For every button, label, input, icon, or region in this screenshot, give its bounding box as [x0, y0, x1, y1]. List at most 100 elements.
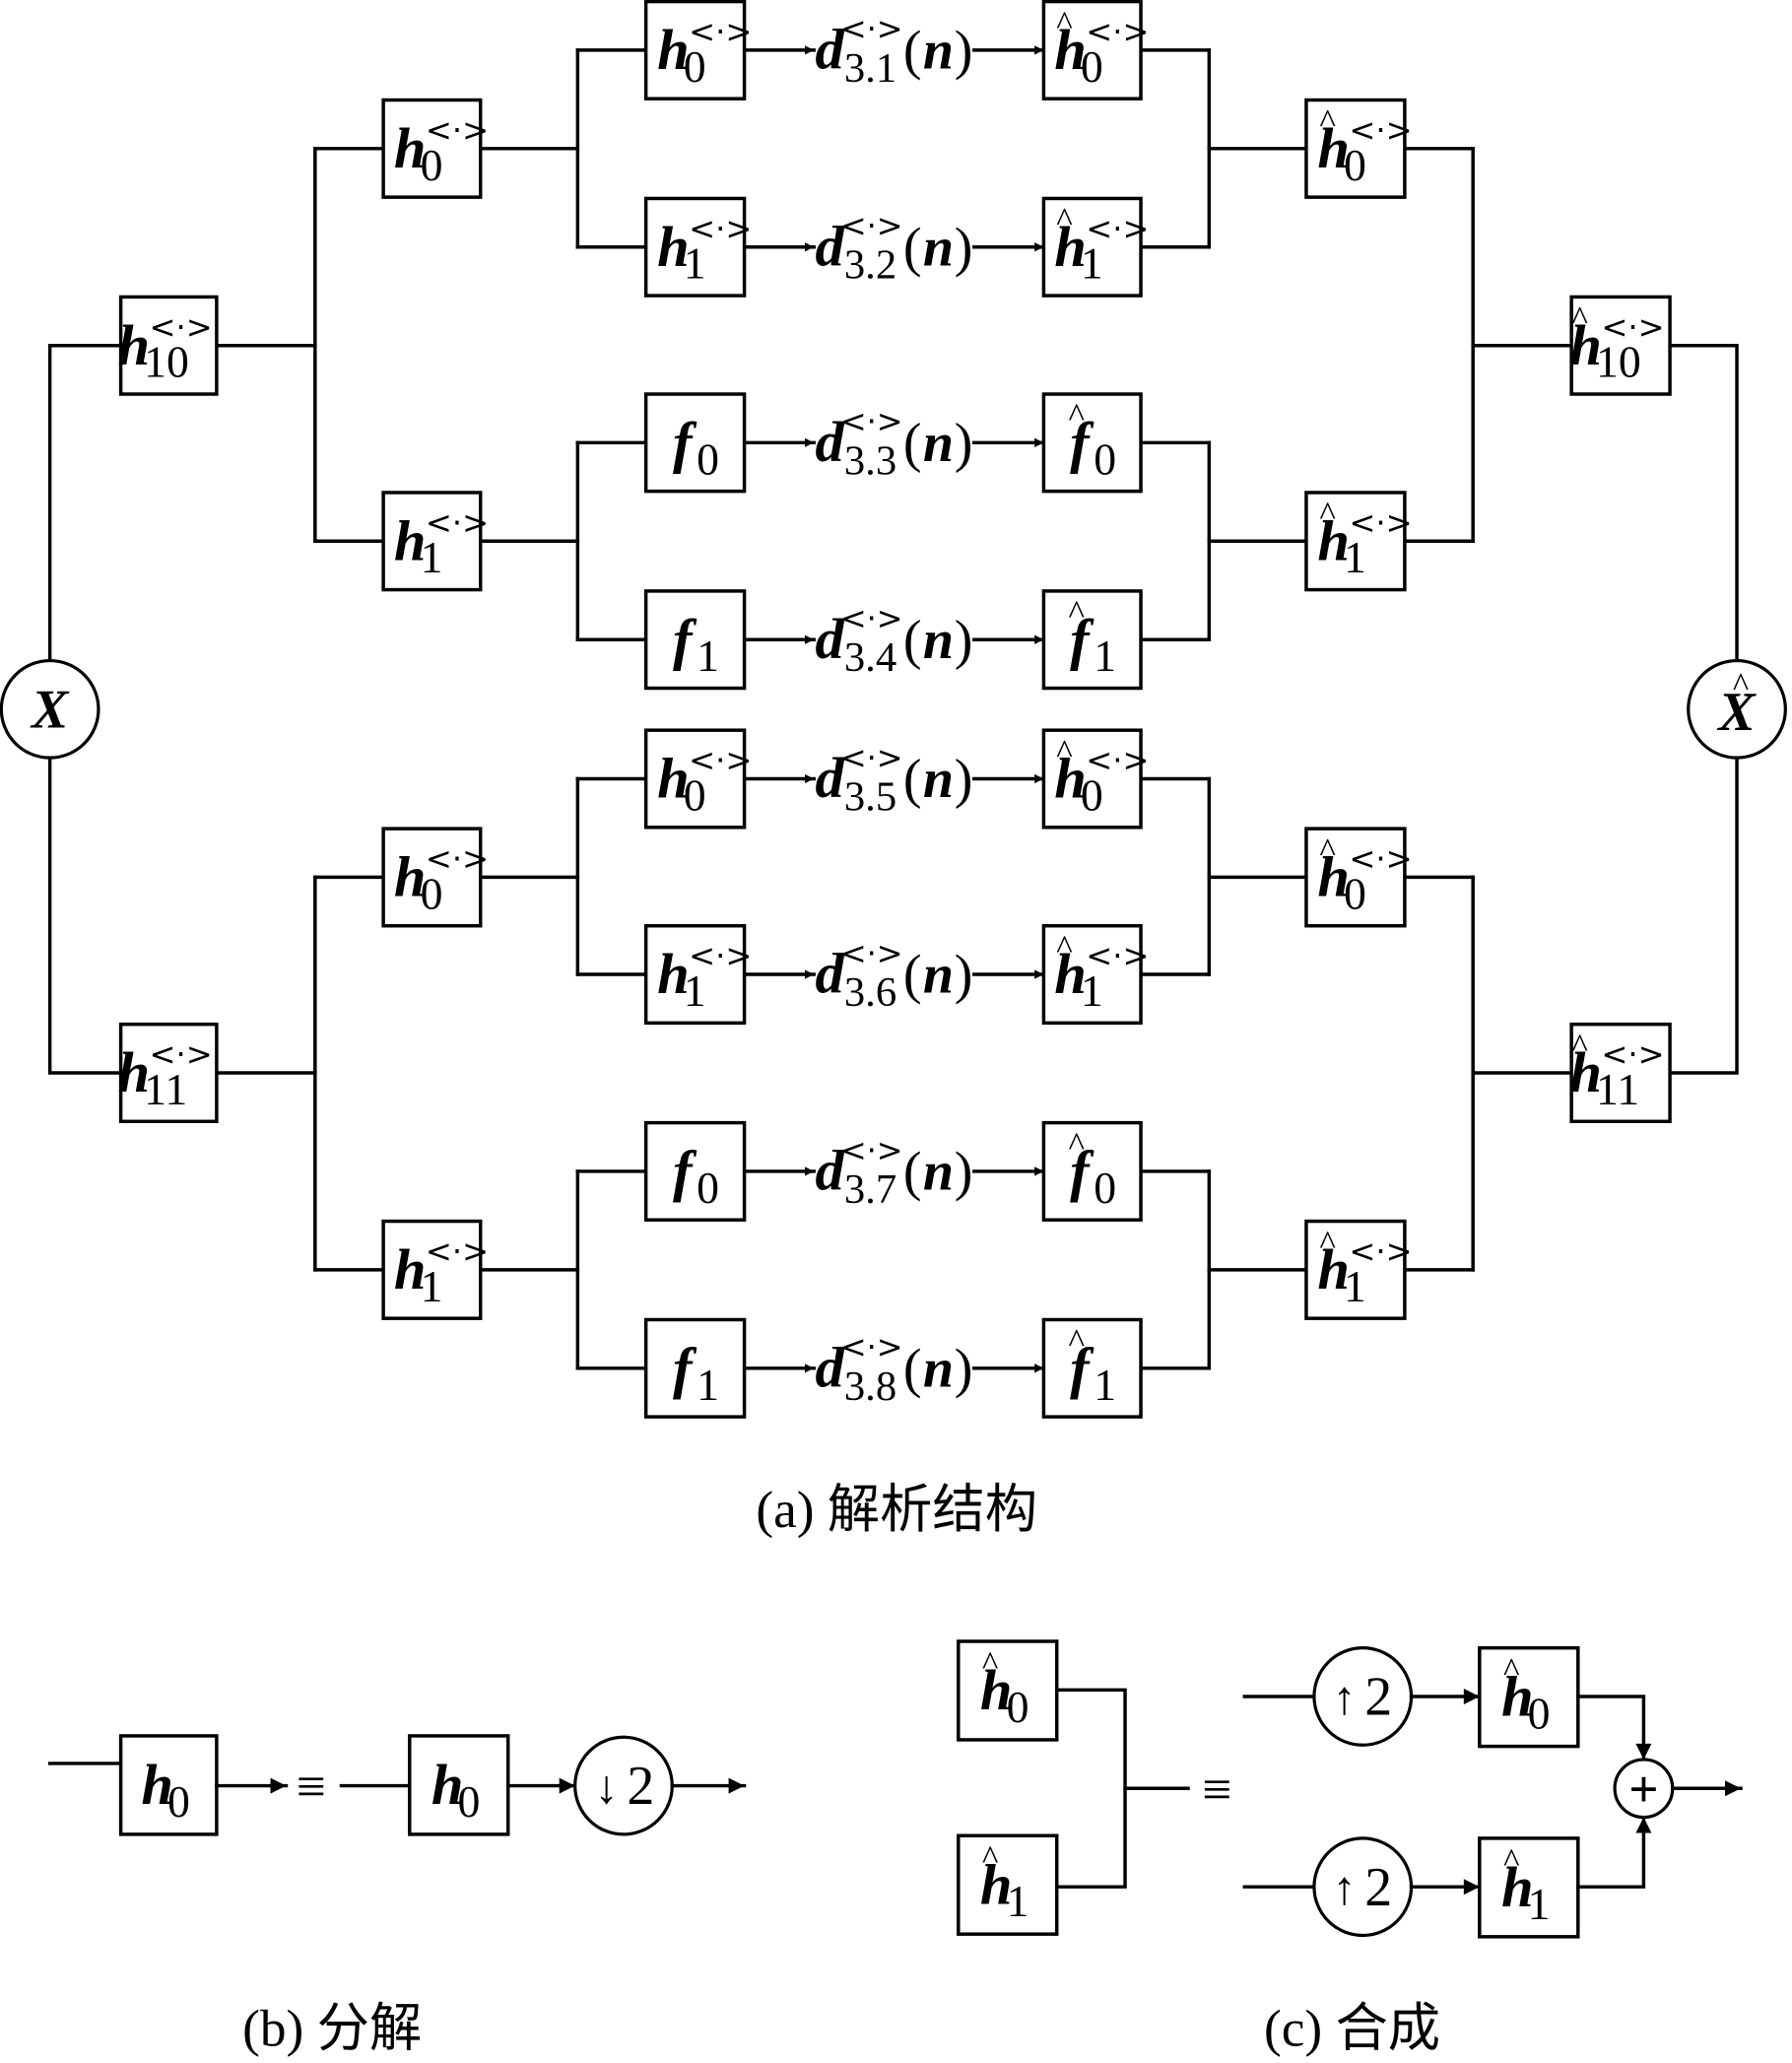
label-subscript: 0	[1007, 1682, 1029, 1732]
label-superscript: <·>	[1349, 503, 1412, 541]
filter-box	[643, 0, 747, 100]
coefficient-argument: (	[903, 1338, 922, 1399]
to-adder-bottom	[1576, 1815, 1652, 1889]
coefficient-superscript: <·>	[840, 207, 903, 244]
filter-box	[1041, 1120, 1143, 1222]
analysis-filter-l2: h0<·>	[381, 98, 489, 199]
filter-box	[1304, 98, 1407, 199]
filter-box	[118, 1022, 219, 1124]
label-base: h	[1054, 747, 1087, 811]
label-subscript: 1	[697, 631, 719, 681]
label-subscript: 0	[1344, 140, 1366, 190]
coefficient-superscript: <·>	[840, 403, 903, 440]
up-arrow-icon: ↑	[1333, 1863, 1357, 1915]
coefficient-argument: (	[903, 945, 922, 1006]
hat-accent: ^	[1733, 667, 1749, 704]
label-base: h	[657, 215, 690, 279]
label-superscript: <·>	[426, 840, 489, 878]
lhs-filter-block: h0	[118, 1734, 219, 1836]
math-label: h^0<·>	[1317, 102, 1412, 190]
label-subscript: 0	[421, 868, 443, 918]
label-subscript: 1	[1094, 631, 1116, 681]
filter-box	[1041, 1317, 1143, 1419]
downsample-factor: 2	[627, 1756, 654, 1817]
label-base: h	[657, 747, 690, 811]
coefficient-argument: )	[955, 945, 973, 1006]
coefficient-subscript: 3.2	[844, 242, 896, 289]
hat-accent: ^	[1056, 201, 1073, 239]
math-label: h1<·>	[394, 1232, 489, 1311]
label-base: h	[1501, 1665, 1534, 1729]
label-base: h	[1317, 1237, 1350, 1301]
coefficient-subscript: 3.1	[844, 45, 896, 92]
math-label: h^1<·>	[1054, 928, 1149, 1016]
coefficient-argument: (	[903, 610, 922, 671]
analysis-filter-l2: h0<·>	[381, 827, 489, 928]
synthesis-filter-l3: h^0<·>	[1041, 0, 1149, 100]
filter-box	[1478, 1645, 1580, 1749]
output-node-x-hat: X^	[1687, 658, 1787, 760]
math-label: h^0	[1501, 1651, 1551, 1739]
synthesis-filter-l1: h^11<·>	[1569, 1022, 1672, 1124]
math-label: h^1<·>	[1317, 495, 1412, 582]
coefficient-base: d	[816, 942, 846, 1006]
analysis-filter-l3: h0<·>	[643, 0, 752, 100]
coefficient-superscript: <·>	[840, 10, 903, 47]
output-rail-top	[1668, 343, 1739, 663]
label-superscript: <·>	[1086, 742, 1149, 779]
coefficient-base: d	[816, 746, 846, 810]
hat-accent: ^	[1571, 1027, 1588, 1065]
label-subscript: 1	[1094, 1360, 1116, 1410]
math-label: h^1<·>	[1317, 1224, 1412, 1311]
filter-box	[643, 1120, 747, 1222]
filter-box	[643, 728, 747, 830]
hat-accent: ^	[1319, 102, 1336, 141]
coefficient-base: d	[816, 1139, 846, 1203]
label-superscript: <·>	[1601, 1035, 1664, 1073]
synthesis-filter-l3: h^0<·>	[1041, 728, 1149, 830]
coefficient-argument: n	[923, 610, 954, 671]
filter-box	[1041, 589, 1143, 691]
filter-box	[1041, 923, 1143, 1026]
coefficient-base: d	[816, 214, 846, 278]
label-base: h	[394, 845, 427, 909]
filter-box	[118, 295, 219, 396]
analysis-filter-l2: h1<·>	[381, 1219, 489, 1320]
rhs-synthesis-filter-1: h^1	[1478, 1836, 1580, 1939]
analysis-filter-l2: h1<·>	[381, 491, 489, 592]
label-base: h	[394, 508, 427, 572]
hat-accent: ^	[1503, 1841, 1520, 1880]
downsampler-circle	[573, 1735, 674, 1836]
synthesis-filter-l3: f^0	[1041, 392, 1143, 494]
label-base: h	[431, 1753, 464, 1817]
math-label: h^1	[980, 1838, 1029, 1926]
coefficient-argument: n	[923, 1142, 954, 1203]
math-label: h1<·>	[657, 210, 752, 289]
label-superscript: <·>	[1349, 1232, 1412, 1270]
coefficient-subscript: 3.6	[844, 969, 896, 1016]
analysis-filter-l1: h11<·>	[118, 1022, 219, 1124]
label-superscript: <·>	[689, 742, 752, 779]
math-label: h0<·>	[657, 13, 752, 92]
label-base: h	[1054, 942, 1087, 1006]
label-subscript: 0	[697, 1163, 719, 1213]
synthesis-filter-l1: h^10<·>	[1569, 295, 1672, 396]
synthesis-filter-l2: h^0<·>	[1304, 98, 1413, 199]
coefficient-superscript: <·>	[840, 934, 903, 971]
coefficient-argument: n	[923, 749, 954, 810]
coefficient-superscript: <·>	[840, 1131, 903, 1168]
upsampler-circle	[1312, 1646, 1414, 1747]
coefficient-argument: n	[923, 21, 954, 82]
input-node-circle	[0, 658, 100, 760]
math-label: h0<·>	[657, 742, 752, 821]
label-subscript: 1	[684, 238, 706, 289]
coefficient-subscript: 3.8	[844, 1364, 896, 1410]
label-subscript: 0	[421, 140, 443, 190]
label-base: h	[1054, 18, 1087, 82]
math-label: h0	[141, 1753, 190, 1827]
coefficient-argument: (	[903, 413, 922, 474]
